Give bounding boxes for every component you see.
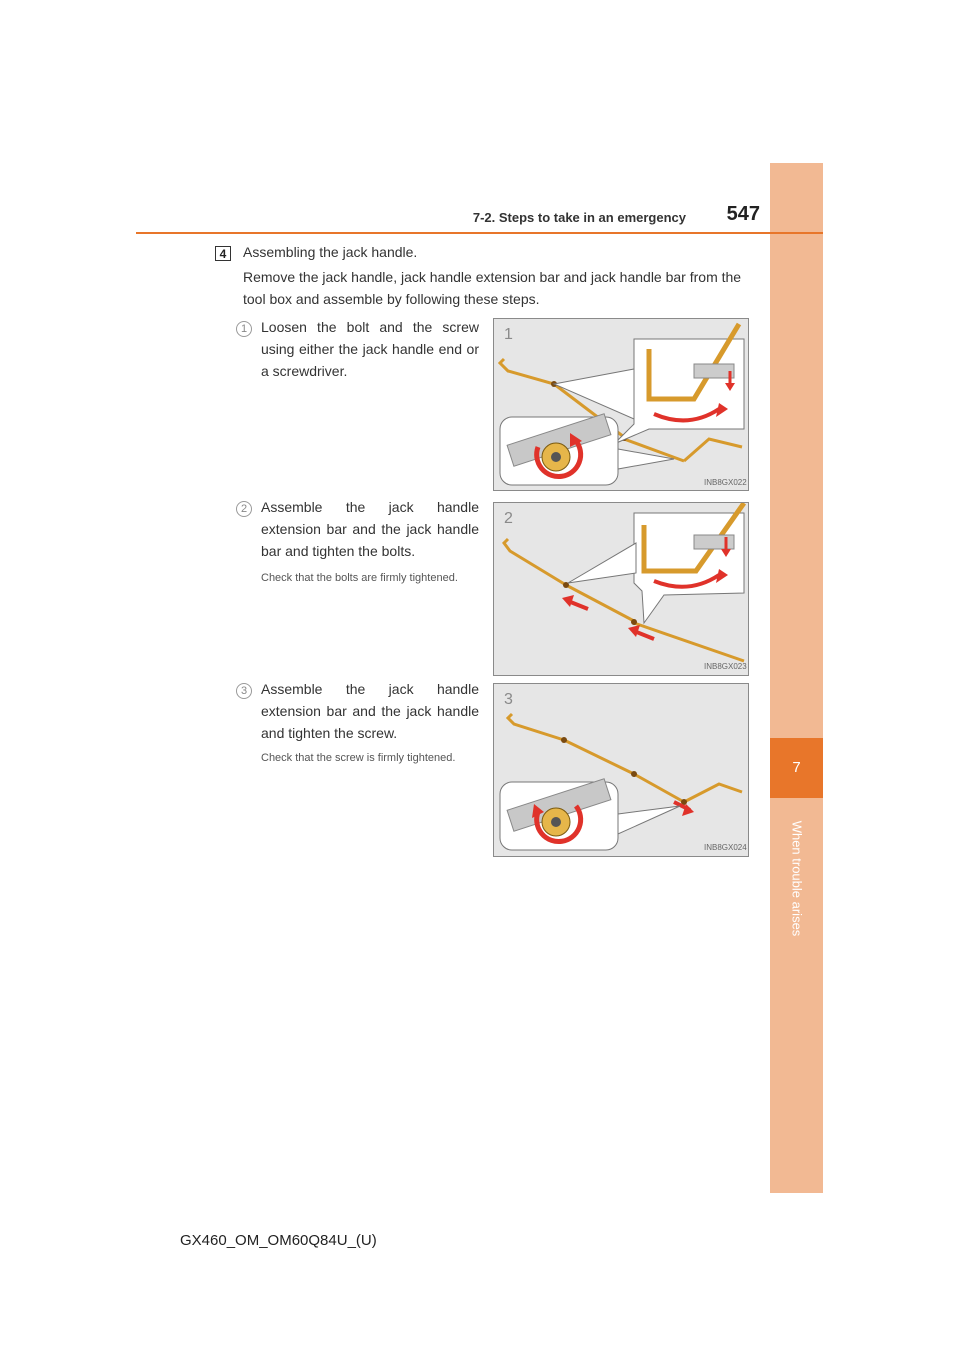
substep-text-3: Assemble the jack handle extension bar a… (261, 681, 479, 741)
figure-code-1: INB8GX022 (704, 478, 747, 487)
step-description: Remove the jack handle, jack handle exte… (243, 269, 742, 307)
figure-label-2: 2 (504, 510, 513, 527)
chapter-sidebar (770, 163, 823, 1193)
section-title: 7-2. Steps to take in an emergency (472, 210, 686, 225)
substep-number-3: 3 (236, 683, 252, 699)
figure-assemble-bar: 2 INB8GX023 (493, 502, 749, 676)
figure-loosen-bolt: 1 INB8GX022 (493, 318, 749, 491)
illustration-assemble-bar: 2 INB8GX023 (494, 503, 748, 675)
step-title: Assembling the jack handle. (243, 244, 418, 260)
page-number: 547 (726, 203, 760, 225)
illustration-loosen: 1 INB8GX022 (494, 319, 748, 490)
header-rule (136, 232, 823, 234)
figure-label-3: 3 (504, 691, 513, 708)
figure-label-1: 1 (504, 326, 513, 343)
substep-note-3: Check that the screw is firmly tightened… (261, 752, 456, 764)
figure-code-2: INB8GX023 (704, 662, 747, 671)
substep-text-2: Assemble the jack handle extension bar a… (261, 499, 479, 559)
substep-number-2: 2 (236, 501, 252, 517)
footer-model-code: GX460_OM_OM60Q84U_(U) (180, 1232, 377, 1249)
chapter-number-tab: 7 (770, 738, 823, 798)
figure-code-3: INB8GX024 (704, 843, 747, 852)
substep-note-2: Check that the bolts are firmly tightene… (261, 572, 458, 584)
substep-text-1: Loosen the bolt and the screw using eith… (261, 319, 479, 379)
step-number-box: 4 (215, 246, 231, 261)
chapter-title: When trouble arises (789, 820, 804, 936)
figure-assemble-handle: 3 INB8GX024 (493, 683, 749, 857)
substep-number-1: 1 (236, 321, 252, 337)
chapter-title-vertical: When trouble arises (770, 818, 823, 938)
illustration-assemble-handle: 3 INB8GX024 (494, 684, 748, 856)
